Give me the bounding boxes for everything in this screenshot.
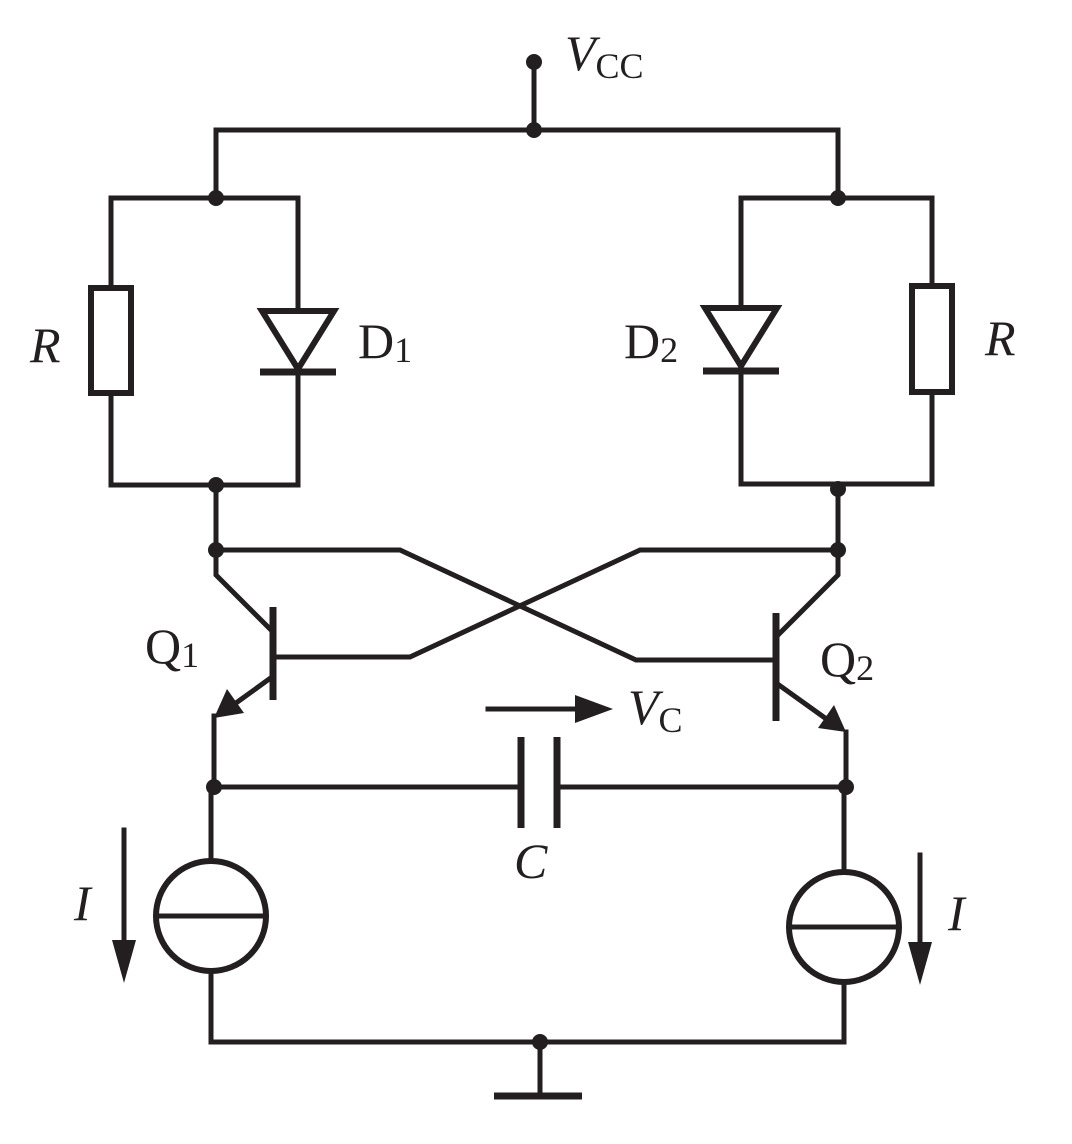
diode-d2-label: D2: [624, 313, 678, 370]
resistor-r-left-label: R: [29, 317, 61, 373]
transistor-q2-label-sub: 2: [856, 648, 874, 688]
diode-d2-label-main: D: [624, 313, 660, 369]
diode-d1-label-sub: 1: [394, 330, 412, 370]
vcc-label-sub: CC: [596, 46, 644, 86]
resistor-r-right: [909, 283, 955, 395]
diode-d1-label-main: D: [358, 313, 394, 369]
supply-rail: [213, 127, 841, 201]
current-source-left: [153, 784, 269, 1045]
vc-label-sub: C: [659, 700, 683, 740]
vc-label-main: V: [628, 679, 664, 735]
diode-d2-label-sub: 2: [660, 330, 678, 370]
cross-wire-q1-collector-to-q2-base: [213, 547, 776, 663]
diode-d2: [699, 305, 783, 375]
current-source-right: [786, 784, 902, 1045]
current-label-right: I: [947, 885, 967, 941]
transistor-q1-label-sub: 1: [181, 635, 199, 675]
vcc-label-main: V: [565, 25, 601, 81]
current-arrow-left: [112, 827, 136, 983]
diode-d1: [256, 308, 340, 376]
transistor-q1-label: Q1: [145, 618, 199, 675]
transistor-q1: [211, 547, 277, 790]
transistor-q2-label: Q2: [820, 631, 874, 688]
ground-symbol: [494, 1039, 582, 1100]
node-vcc: [526, 122, 542, 138]
resistor-r-left: [88, 285, 134, 396]
resistor-r-right-label: R: [984, 310, 1016, 366]
capacitor-c-label: C: [514, 833, 548, 889]
right-load-branch: [738, 190, 935, 553]
diode-d1-label: D1: [358, 313, 412, 370]
current-arrow-right: [908, 852, 932, 985]
left-load-branch: [108, 190, 301, 553]
vcc-terminal: [526, 54, 542, 133]
transistor-q2: [772, 547, 849, 790]
vcc-label: VCC: [565, 25, 644, 86]
capacitor-c: [206, 737, 854, 828]
cross-wire-q2-collector-to-q1-base: [272, 547, 841, 660]
current-label-left: I: [73, 875, 93, 931]
vc-label: VC: [628, 679, 683, 740]
vc-direction-arrow: [485, 695, 613, 723]
transistor-q2-label-main: Q: [820, 631, 856, 687]
transistor-q1-label-main: Q: [145, 618, 181, 674]
